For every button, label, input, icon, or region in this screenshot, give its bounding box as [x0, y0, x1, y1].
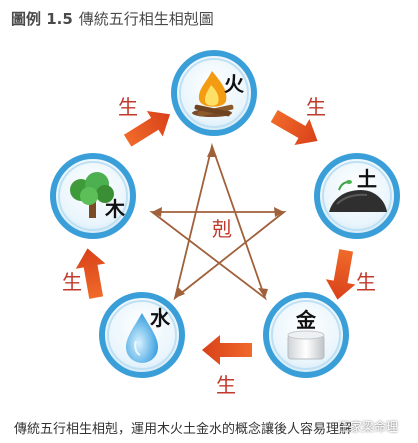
generating-label: 生 [118, 95, 138, 119]
overcoming-label: 剋 [212, 217, 232, 241]
element-node-earth: 土 [314, 153, 400, 239]
generating-label: 生 [216, 373, 236, 397]
generating-arrow [123, 111, 171, 147]
generating-label: 生 [306, 95, 326, 119]
tree-icon [70, 172, 114, 218]
element-node-metal: 金 [263, 292, 349, 378]
five-elements-diagram: 剋 生 生 生 生 生 [50, 50, 400, 397]
overcoming-arrowhead [175, 287, 185, 298]
figure-header: 圖例 1.5 傳統五行相生相剋圖 [11, 8, 411, 29]
overcoming-arrowhead [258, 288, 268, 298]
overcoming-arrowhead [207, 146, 217, 157]
figure-caption: 傳統五行相生相剋，運用木火土金水的概念讓後人容易理解 [14, 422, 353, 437]
overcoming-star: 剋 [149, 142, 287, 301]
element-node-fire: 火 [171, 50, 257, 136]
generating-arrow [325, 249, 356, 300]
metal-block-icon [287, 330, 325, 360]
element-char-wood: 木 [104, 197, 126, 221]
overcoming-arrowhead [152, 207, 162, 217]
overcoming-star-lines [149, 142, 287, 301]
generating-arrows: 生 生 生 生 生 [62, 95, 376, 397]
figure-title: 傳統五行相生相剋圖 [78, 10, 214, 28]
element-node-wood: 木 [50, 153, 136, 239]
water-drop-icon [126, 313, 158, 363]
element-char-fire: 火 [224, 72, 245, 96]
generating-arrow [202, 335, 252, 365]
rock-icon [329, 180, 387, 212]
generating-arrow [75, 248, 106, 299]
flame-icon [192, 71, 234, 117]
watermark: 王家梁命理 [338, 420, 399, 434]
generating-arrow [270, 109, 318, 145]
overcoming-arrowhead [274, 207, 284, 217]
generating-label: 生 [62, 270, 82, 294]
element-char-earth: 土 [357, 167, 377, 191]
element-char-water: 水 [150, 306, 171, 330]
figure-label: 圖例 1.5 [11, 10, 73, 28]
element-node-water: 水 [99, 292, 185, 378]
element-char-metal: 金 [295, 308, 317, 332]
generating-label: 生 [356, 270, 376, 294]
